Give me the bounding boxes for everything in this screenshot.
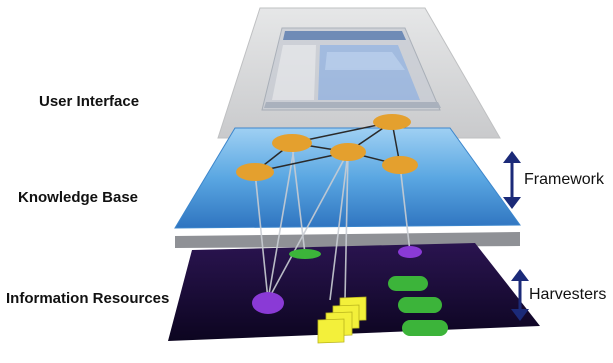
- knowledge-base-label: Knowledge Base: [18, 189, 139, 206]
- link-line: [329, 151, 349, 301]
- graph-node: [330, 143, 366, 161]
- knowledge-graph-nodes: [236, 114, 418, 181]
- harvesters-label: Harvesters: [529, 286, 607, 303]
- document: [317, 318, 345, 344]
- green-resource: [398, 297, 442, 313]
- graph-node: [236, 163, 274, 181]
- purple-resource: [398, 246, 422, 258]
- harvesters-arrow: [511, 269, 529, 321]
- link-line: [399, 164, 411, 253]
- graph-node: [272, 134, 312, 152]
- link-line: [267, 142, 296, 301]
- information-resources-label: Information Resources: [6, 290, 170, 307]
- link-line: [267, 151, 349, 301]
- document-stack: [317, 296, 367, 344]
- green-resource: [289, 249, 321, 259]
- graph-node: [382, 156, 418, 174]
- information-resources-plane: [168, 243, 540, 341]
- link-line: [254, 171, 269, 301]
- framework-arrow: [503, 151, 521, 209]
- graph-node: [373, 114, 411, 130]
- framework-label: Framework: [524, 171, 605, 188]
- green-resource: [402, 320, 448, 336]
- information-resource-items: [252, 246, 448, 344]
- link-line: [344, 151, 349, 301]
- screen-thumbnail: [261, 27, 441, 111]
- green-resource: [388, 276, 428, 291]
- user-interface-label: User Interface: [39, 93, 140, 110]
- purple-resource: [252, 292, 284, 314]
